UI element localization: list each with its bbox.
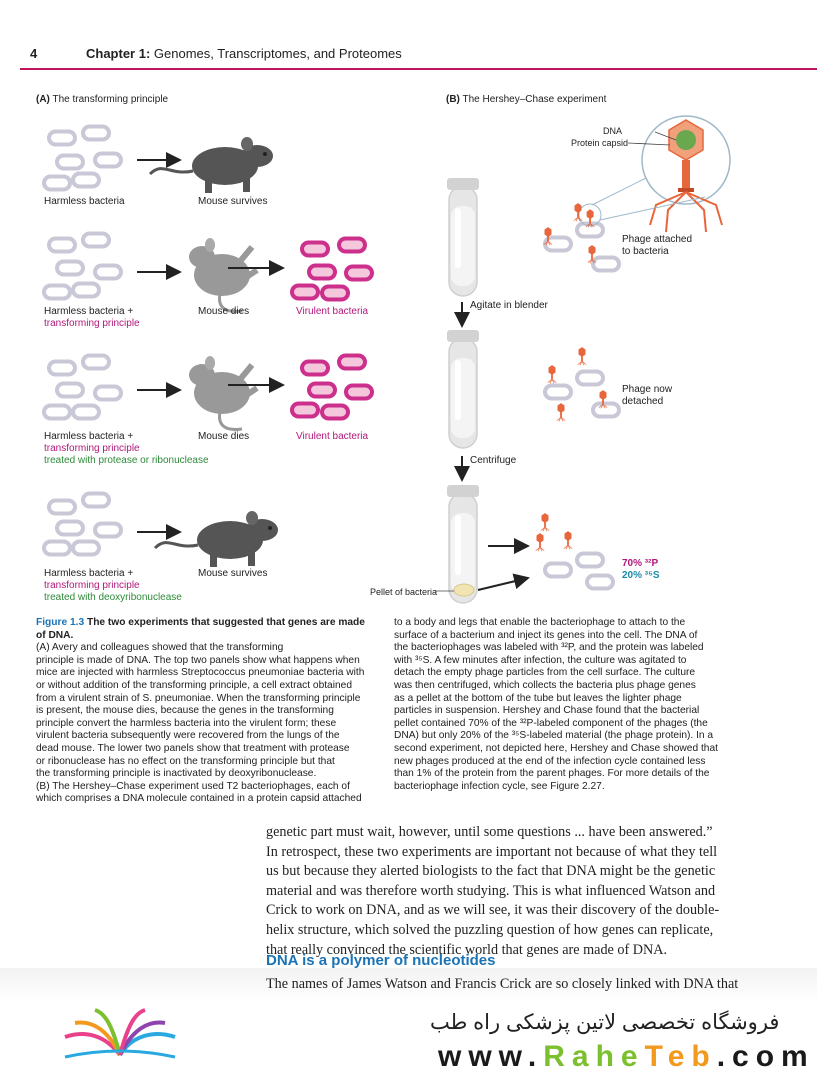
- row4-mouse-label: Mouse survives: [198, 568, 268, 579]
- row3-left-label: Harmless bacteria +transforming principl…: [44, 431, 209, 466]
- row2-mouse-label: Mouse dies: [198, 306, 250, 317]
- capsid-label: Protein capsid: [571, 138, 629, 148]
- section-heading: DNA is a polymer of nucleotides: [266, 952, 496, 969]
- pellet-label: Pellet of bacteria: [370, 587, 438, 597]
- panel-a-row-2: [42, 231, 374, 312]
- caption-heading: Figure 1.3 The two experiments that sugg…: [36, 617, 365, 641]
- tube-1: [446, 177, 480, 297]
- panel-a-title: (A) The transforming principle: [36, 94, 169, 105]
- dna-label: DNA: [603, 126, 623, 136]
- p32-label: 70% ³²P: [622, 558, 659, 569]
- tube-3: [446, 484, 480, 604]
- chapter-title: Genomes, Transcriptomes, and Proteomes: [153, 46, 402, 61]
- store-name: فروشگاه تخصصی لاتین پزشکی راه طب: [430, 1011, 780, 1034]
- running-header: Chapter 1: Genomes, Transcriptomes, and …: [86, 46, 402, 61]
- body-paragraph: genetic part must wait, however, until s…: [266, 824, 720, 958]
- row2-right-label: Virulent bacteria: [296, 306, 369, 317]
- phage-enlarged: [591, 115, 731, 233]
- caption-col-2: to a body and legs that enable the bacte…: [394, 617, 718, 792]
- step1-label: Agitate in blender: [470, 300, 548, 311]
- bacteria-attached: [543, 202, 621, 273]
- row1-left-label: Harmless bacteria: [44, 196, 125, 207]
- panel-b-title: (B) The Hershey–Chase experiment: [446, 94, 607, 105]
- caption-col-1: Figure 1.3 The two experiments that sugg…: [36, 617, 376, 806]
- step2-label: Centrifuge: [470, 455, 517, 466]
- row2-left-label: Harmless bacteria +transforming principl…: [44, 306, 140, 329]
- book-logo-icon: [64, 1008, 176, 1059]
- pellet-bacteria: [543, 551, 615, 591]
- row1-mouse-label: Mouse survives: [198, 196, 268, 207]
- section-first-line: The names of James Watson and Francis Cr…: [266, 976, 739, 992]
- header-rule: [20, 68, 817, 70]
- tube-2: [446, 329, 480, 449]
- figure-1-3: [42, 115, 731, 604]
- store-url: www.RaheTeb.com: [438, 1040, 815, 1073]
- panel-a-row-4: [42, 491, 280, 569]
- row4-left-label: Harmless bacteria +transforming principl…: [44, 568, 182, 603]
- bacteria-detached: [543, 346, 621, 422]
- supernatant-phages: [535, 512, 573, 552]
- footer-band: [0, 968, 817, 1079]
- panel-a-row-3: [42, 356, 374, 430]
- panel-a-row-1: [42, 124, 275, 195]
- chapter-label: Chapter 1:: [86, 46, 151, 61]
- row3-mouse-label: Mouse dies: [198, 431, 250, 442]
- page-number: 4: [30, 46, 38, 61]
- row3-right-label: Virulent bacteria: [296, 431, 369, 442]
- s35-label: 20% ³⁵S: [622, 570, 660, 581]
